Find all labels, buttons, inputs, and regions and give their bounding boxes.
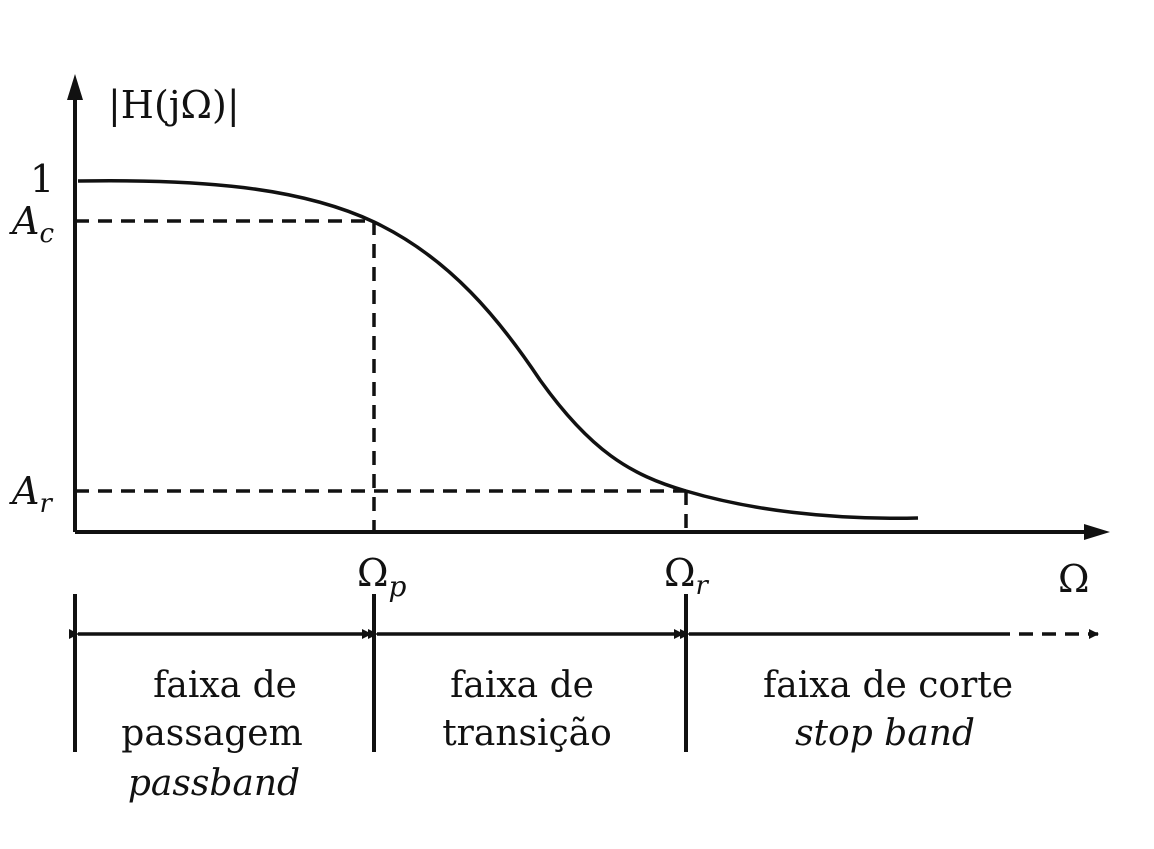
x-tick-omega-r: Ωr: [664, 551, 710, 601]
y-tick-one: 1: [30, 157, 54, 201]
x-tick-omega-p: Ωp: [357, 551, 407, 603]
passband-label-line2: passagem: [121, 713, 302, 754]
y-axis-arrowhead: [67, 74, 83, 100]
x-axis-label: Ω: [1058, 557, 1090, 601]
passband-label-line1: faixa de: [153, 665, 297, 706]
y-axis-label: |H(jΩ)|: [108, 83, 240, 127]
stopband-label-english: stop band: [795, 713, 975, 754]
guide-lines: [75, 219, 688, 532]
magnitude-curve: [77, 178, 919, 520]
transition-label-line2: transição: [442, 713, 612, 754]
y-tick-ar: Ar: [9, 469, 53, 519]
x-axis-arrowhead: [1084, 524, 1110, 540]
passband-label-english: passband: [128, 763, 300, 804]
stopband-label-line1: faixa de corte: [763, 665, 1013, 706]
y-tick-ac: Ac: [9, 199, 54, 249]
transition-label-line1: faixa de: [450, 665, 594, 706]
band-dividers: [73, 594, 688, 752]
